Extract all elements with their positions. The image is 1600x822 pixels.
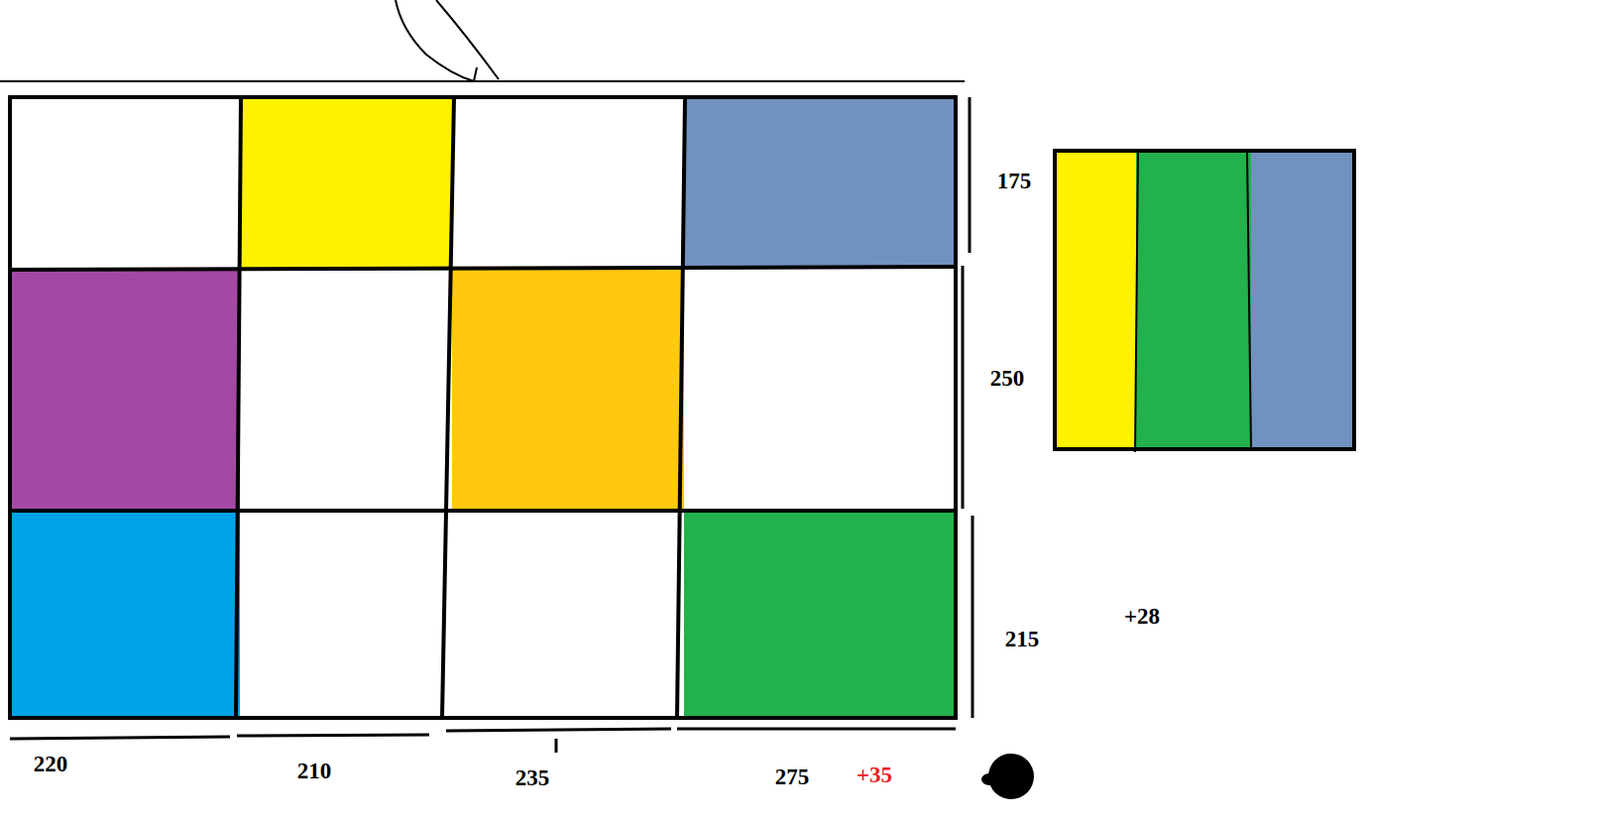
grid-cell [452,510,685,718]
grid-cell [239,510,453,718]
sketch-tick [473,67,477,82]
dimension-label: 235 [515,766,551,790]
dimension-label: 275 [775,765,810,789]
grid-cell [9,97,240,269]
grid-lines [9,97,956,718]
dimension-label: 210 [297,759,333,783]
grid-cell [452,97,685,269]
grid-cell [239,97,453,269]
dimension-label: +35 [856,763,893,787]
grid-cell [684,97,956,269]
grid-cell [684,510,956,718]
dimension-label: 250 [990,366,1026,390]
grid-cell [239,268,453,511]
black-blob [981,753,1034,800]
dimension-label: 215 [1005,627,1040,651]
sketch-curve [395,0,474,82]
grid-cell [9,510,240,718]
grid-cell [452,268,685,511]
sketch-curve [436,0,499,80]
side-box [1054,148,1355,453]
grid-cell [684,268,956,511]
dimension-label: +28 [1124,604,1160,628]
top-line [0,80,965,83]
grid-cell [9,268,240,511]
dimension-label: 220 [33,752,69,776]
dimension-label: 175 [997,169,1032,193]
dimension-lines [9,97,973,753]
